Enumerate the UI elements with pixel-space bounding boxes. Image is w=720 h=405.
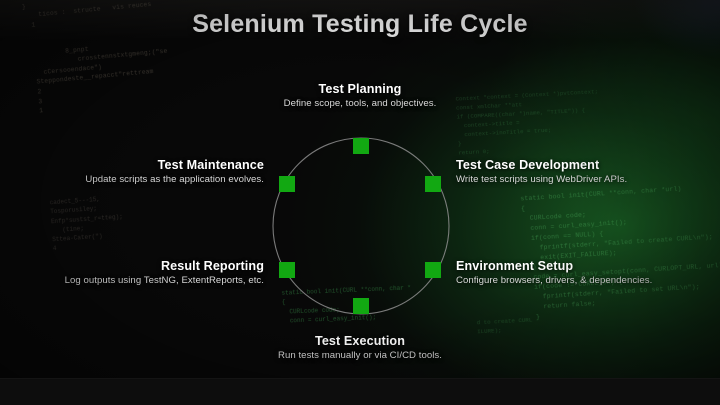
node-test-maintenance[interactable] <box>279 176 295 192</box>
page-title: Selenium Testing Life Cycle <box>192 10 528 38</box>
stage-title-environment-setup: Environment Setup <box>456 259 574 273</box>
stage-title-test-planning: Test Planning <box>318 82 402 96</box>
stage-desc-test-maintenance: Update scripts as the application evolve… <box>85 174 264 185</box>
bottom-bar <box>0 378 720 405</box>
stage-desc-test-execution: Run tests manually or via CI/CD tools. <box>278 350 442 361</box>
stage-title-test-maintenance: Test Maintenance <box>157 158 264 172</box>
stage-title-result-reporting: Result Reporting <box>160 259 264 273</box>
stage-label-result-reporting[interactable]: Result Reporting Log outputs using TestN… <box>6 259 264 286</box>
node-test-case-development[interactable] <box>425 176 441 192</box>
stage-title-test-execution: Test Execution <box>314 334 406 348</box>
stage-title-test-case-development: Test Case Development <box>456 158 600 172</box>
stage-desc-environment-setup: Configure browsers, drivers, & dependenc… <box>456 275 653 286</box>
stage-label-test-execution[interactable]: Test Execution Run tests manually or via… <box>250 334 470 361</box>
stage-label-test-maintenance[interactable]: Test Maintenance Update scripts as the a… <box>8 158 264 185</box>
node-result-reporting[interactable] <box>279 262 295 278</box>
node-environment-setup[interactable] <box>425 262 441 278</box>
stage-desc-test-case-development: Write test scripts using WebDriver APIs. <box>456 174 628 185</box>
stage-label-test-case-development[interactable]: Test Case Development Write test scripts… <box>456 158 712 185</box>
stage-label-environment-setup[interactable]: Environment Setup Configure browsers, dr… <box>456 259 714 286</box>
stage-desc-test-planning: Define scope, tools, and objectives. <box>283 98 437 109</box>
node-test-execution[interactable] <box>353 298 369 314</box>
stage-desc-result-reporting: Log outputs using TestNG, ExtentReports,… <box>64 275 264 286</box>
stage-label-test-planning[interactable]: Test Planning Define scope, tools, and o… <box>250 82 470 109</box>
node-test-planning[interactable] <box>353 138 369 154</box>
